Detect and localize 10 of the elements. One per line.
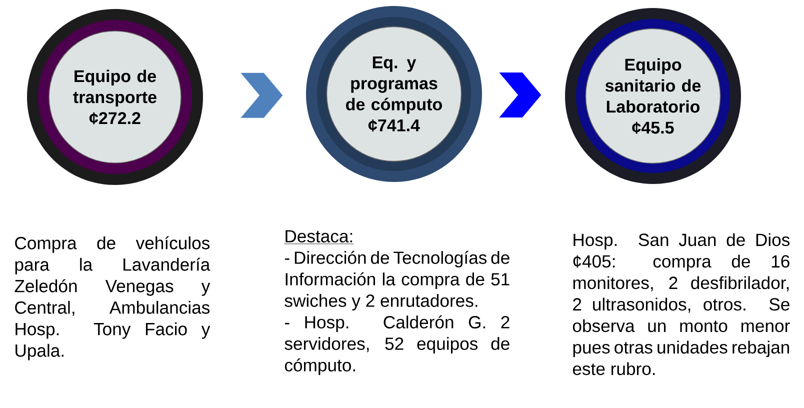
note-text: Hosp. San Juan de Dios ¢405: compra de 16 monitores, 2 desfibrilador, 2 ultrasonidos, otros. Se observa un monto menor pues otras unidades rebajan este rubro. [572, 233, 790, 376]
note-text: - Dirección de Tecnologías de Información la compra de 51 swiches y 2 enrutadores. [284, 250, 510, 310]
chevron-arrow [499, 72, 542, 118]
circle-node: Equipo sanitario de Laboratorio ¢45.5 [565, 8, 741, 184]
note-text: - Hosp. Calderón G. 2 servidores, 52 equipos de cómputo. [284, 315, 510, 375]
circle-node: Eq. y programas de cómputo ¢741.4 [306, 6, 482, 182]
note-text: Destaca: [284, 230, 354, 244]
note-text: Compra de vehículos para la Lavandería Zeledón Venegas y Central, Ambulancias Hosp. Tony Facio y Upala. [14, 236, 210, 360]
chevron-arrow [240, 72, 283, 118]
circle-node: Equipo de transporte ¢272.2 [27, 9, 203, 185]
